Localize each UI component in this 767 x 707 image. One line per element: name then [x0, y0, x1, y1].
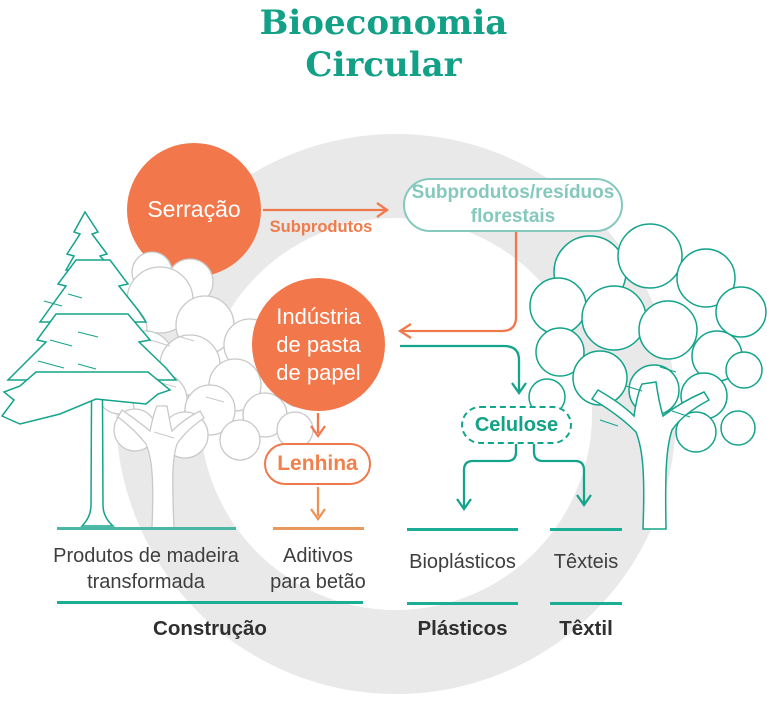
arrow-celulose-to-bioplasticos — [456, 443, 518, 512]
sector-plasticos-label: Plásticos — [417, 617, 508, 640]
residuos-line1: Subprodutos/resíduos — [411, 182, 615, 203]
arrow-industria-to-celulose — [400, 344, 527, 396]
madeira-line2: transformada — [87, 571, 205, 593]
residuos-florestais-node: Subprodutos/resíduos florestais — [403, 178, 623, 232]
subprodutos-arrow-label: Subprodutos — [269, 218, 373, 236]
bioplasticos-topline — [407, 528, 518, 531]
industria-pasta-papel-node: Indústria de pasta de papel — [252, 278, 385, 411]
product-aditivos-label: Aditivos para betão — [262, 543, 374, 595]
arrow-residuos-to-industria — [397, 231, 518, 339]
arrow-serracao-to-residuos — [263, 202, 390, 218]
page-title: Bioeconomia Circular — [0, 2, 767, 86]
arrow-celulose-to-texteis — [532, 443, 592, 508]
madeira-topline — [57, 527, 236, 530]
aditivos-topline — [273, 527, 364, 530]
aditivos-line2: para betão — [270, 571, 366, 593]
sector-construcao-label: Construção — [153, 617, 267, 640]
sector-textil-label: Têxtil — [559, 617, 613, 640]
lenhina-node: Lenhina — [264, 443, 371, 485]
industria-line3: de papel — [276, 359, 361, 385]
industria-line1: Indústria — [276, 303, 361, 329]
textil-line — [550, 602, 622, 605]
construcao-line — [57, 601, 363, 604]
industria-line2: de pasta — [276, 331, 361, 357]
arrow-lenhina-to-aditivos — [310, 487, 326, 522]
product-texteis-label: Têxteis — [553, 551, 619, 573]
product-bioplasticos-label: Bioplásticos — [409, 551, 516, 573]
aditivos-line1: Aditivos — [282, 545, 354, 567]
title-line2: Circular — [305, 45, 462, 85]
serracao-node-label: Serração — [147, 196, 241, 222]
right-tree-icon — [528, 223, 767, 530]
arrow-industria-to-lenhina — [310, 413, 326, 439]
pine-tree-icon — [0, 210, 178, 527]
plasticos-line — [407, 602, 518, 605]
title-line1: Bioeconomia — [259, 3, 508, 43]
texteis-topline — [550, 528, 622, 531]
celulose-node: Celulose — [461, 406, 572, 444]
product-madeira-label: Produtos de madeira transformada — [37, 543, 255, 595]
madeira-line1: Produtos de madeira — [53, 545, 239, 567]
residuos-line2: florestais — [470, 206, 556, 227]
